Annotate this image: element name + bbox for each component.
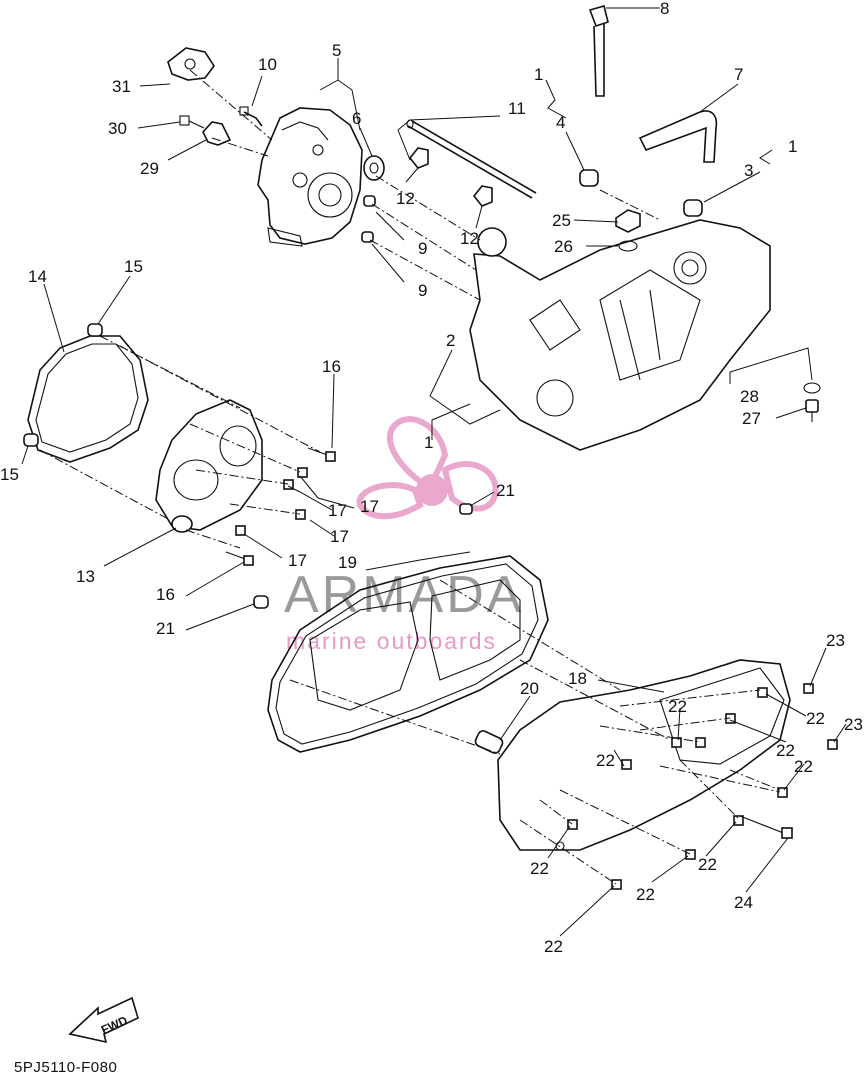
part-29-bracket bbox=[202, 121, 232, 146]
label-15-upper: 15 bbox=[124, 257, 143, 276]
label-23-upper: 23 bbox=[826, 631, 845, 650]
part-28-washer bbox=[803, 382, 821, 394]
fwd-label: FWD bbox=[99, 1013, 130, 1037]
label-10: 10 bbox=[258, 55, 277, 74]
part-2-crankcase bbox=[469, 219, 771, 451]
part-27-bolt bbox=[805, 399, 819, 422]
watermark-brand: ARMADA bbox=[284, 566, 524, 624]
part-30-screw bbox=[179, 115, 205, 129]
part-19-gasket bbox=[267, 555, 549, 753]
label-22-f: 22 bbox=[698, 855, 717, 874]
propeller-icon bbox=[356, 416, 499, 520]
part-8-tie bbox=[588, 5, 609, 97]
label-21-lower: 21 bbox=[156, 619, 175, 638]
label-9-upper: 9 bbox=[418, 239, 427, 258]
watermark-logo: ARMADA marine outboards bbox=[284, 416, 524, 654]
part-4-bushing bbox=[579, 169, 599, 187]
part-16-bolts bbox=[225, 447, 336, 566]
label-11: 11 bbox=[508, 99, 526, 118]
label-15-lower: 15 bbox=[0, 465, 19, 484]
part-21-dowels bbox=[253, 503, 473, 609]
watermark-tagline: marine outboards bbox=[286, 628, 497, 654]
label-16-lower: 16 bbox=[156, 585, 175, 604]
label-16-upper: 16 bbox=[322, 357, 341, 376]
label-1-center: 1 bbox=[424, 433, 433, 452]
label-2: 2 bbox=[446, 331, 455, 350]
label-31: 31 bbox=[112, 77, 131, 96]
label-17-a: 17 bbox=[360, 497, 379, 516]
part-10-bolt bbox=[239, 106, 263, 127]
fwd-arrow: FWD bbox=[68, 996, 139, 1044]
alignment-lines bbox=[39, 69, 781, 885]
label-27: 27 bbox=[742, 409, 761, 428]
label-1-right: 1 bbox=[788, 137, 797, 156]
label-23-lower: 23 bbox=[844, 715, 863, 734]
label-22-h: 22 bbox=[636, 885, 655, 904]
label-3: 3 bbox=[744, 161, 753, 180]
part-13-cover bbox=[155, 399, 263, 533]
part-6-bushing bbox=[363, 155, 385, 181]
label-25: 25 bbox=[552, 211, 571, 230]
part-24-bolt bbox=[739, 815, 793, 839]
label-17-c: 17 bbox=[330, 527, 349, 546]
part-22-bolts bbox=[567, 687, 788, 890]
label-1-top: 1 bbox=[534, 65, 543, 84]
label-4: 4 bbox=[556, 113, 565, 132]
label-12-lower: 12 bbox=[460, 229, 479, 248]
label-22-b: 22 bbox=[806, 709, 825, 728]
label-20: 20 bbox=[520, 679, 539, 698]
label-22-g: 22 bbox=[530, 859, 549, 878]
label-6: 6 bbox=[352, 109, 361, 128]
part-25-plug bbox=[615, 209, 641, 233]
part-7-hose bbox=[638, 110, 718, 163]
label-7: 7 bbox=[734, 65, 743, 84]
label-12-upper: 12 bbox=[396, 189, 415, 208]
part-31-plate bbox=[167, 47, 215, 81]
label-9-lower: 9 bbox=[418, 281, 427, 300]
label-29: 29 bbox=[140, 159, 159, 178]
label-19: 19 bbox=[338, 553, 357, 572]
label-21-upper: 21 bbox=[496, 481, 515, 500]
label-22-d: 22 bbox=[794, 757, 813, 776]
part-3-bushing bbox=[683, 199, 703, 217]
label-30: 30 bbox=[108, 119, 127, 138]
callout-labels: 31 10 5 8 7 1 4 11 30 6 1 3 29 12 25 9 1… bbox=[0, 0, 863, 956]
label-18: 18 bbox=[568, 669, 587, 688]
label-28: 28 bbox=[740, 387, 759, 406]
part-26-oring bbox=[618, 240, 638, 252]
label-13: 13 bbox=[76, 567, 95, 586]
part-14-gasket bbox=[27, 335, 149, 463]
label-17-b: 17 bbox=[328, 501, 347, 520]
leader-lines bbox=[21, 7, 847, 937]
part-20-pin bbox=[474, 730, 504, 754]
label-22-e: 22 bbox=[596, 751, 615, 770]
label-14: 14 bbox=[28, 267, 47, 286]
label-5: 5 bbox=[332, 41, 341, 60]
label-24: 24 bbox=[734, 893, 753, 912]
part-5-housing bbox=[257, 107, 363, 247]
label-17-d: 17 bbox=[288, 551, 307, 570]
part-12-nuts bbox=[408, 147, 493, 207]
part-11-shaft bbox=[406, 119, 537, 199]
label-8: 8 bbox=[660, 0, 669, 18]
label-26: 26 bbox=[554, 237, 573, 256]
diagram-code: 5PJ5110-F080 bbox=[14, 1059, 117, 1074]
part-9-dowels bbox=[361, 195, 376, 243]
label-22-c: 22 bbox=[776, 741, 795, 760]
part-17-bolts bbox=[235, 467, 308, 536]
label-22-i: 22 bbox=[544, 937, 563, 956]
part-23-bolts bbox=[803, 683, 838, 750]
label-22-a: 22 bbox=[668, 697, 687, 716]
part-15-dowels bbox=[23, 323, 103, 447]
